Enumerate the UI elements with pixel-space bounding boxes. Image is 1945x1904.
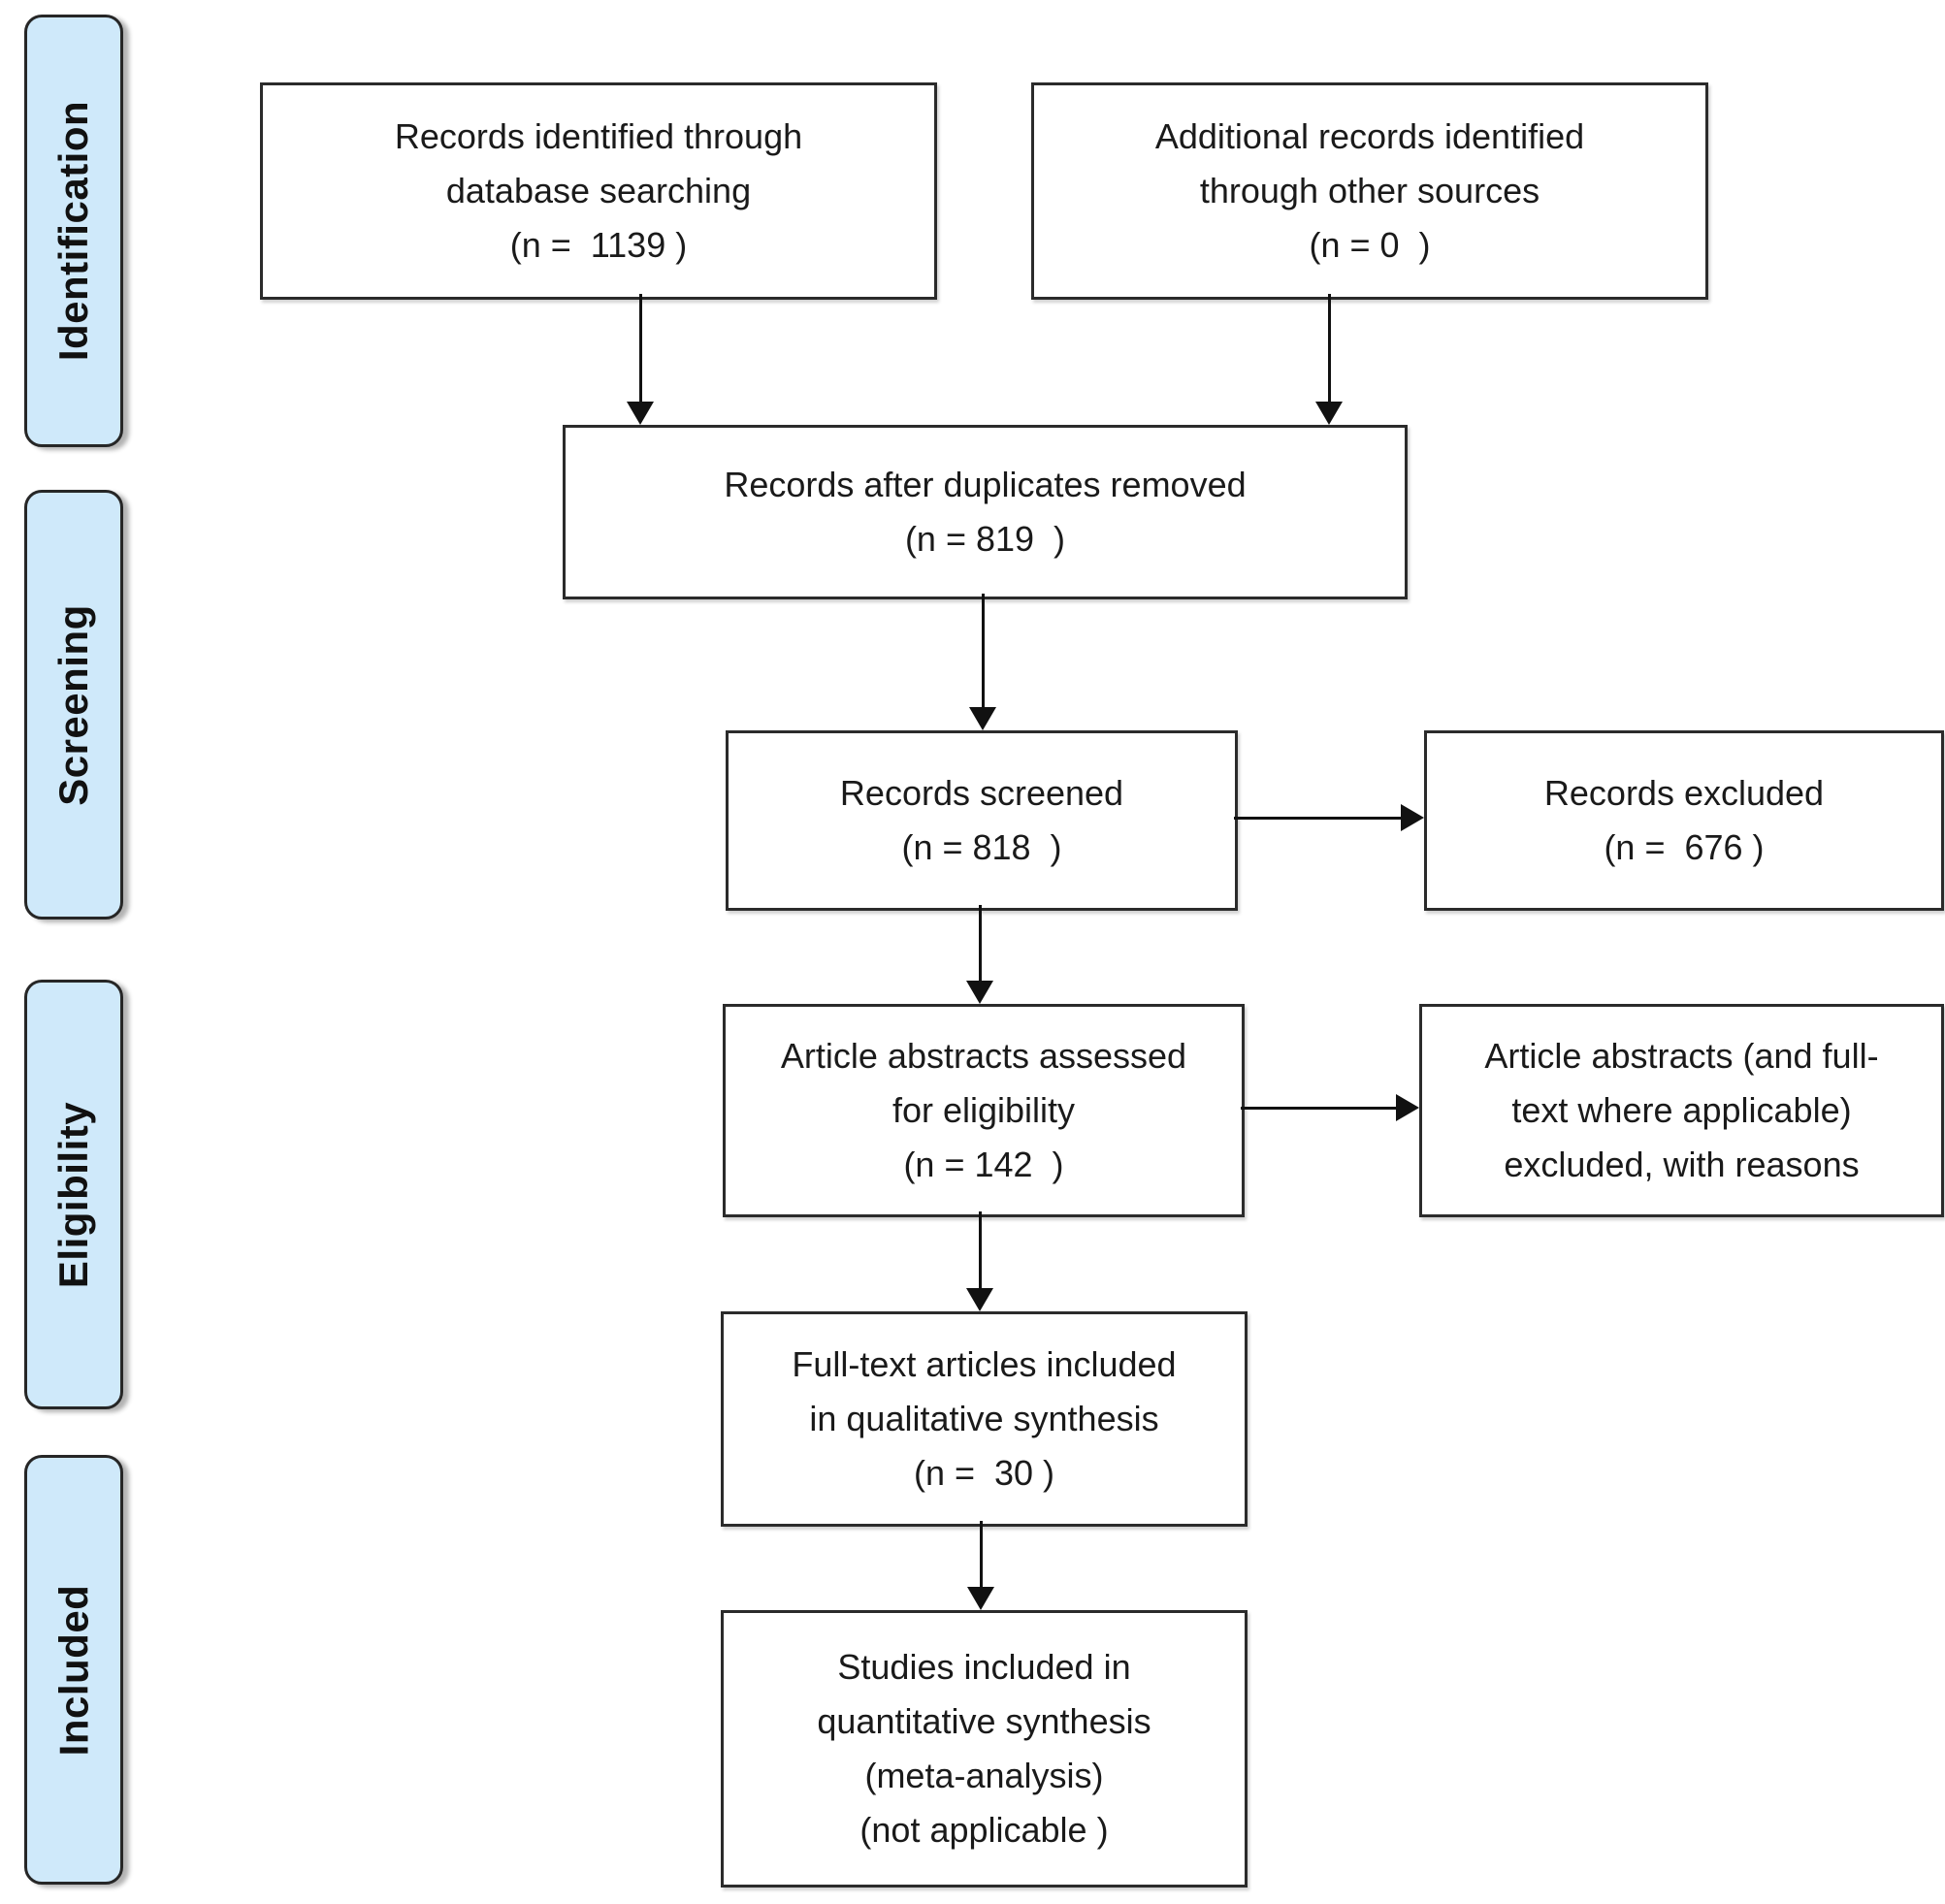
arrow-additional-to-dedup <box>1315 294 1343 425</box>
stage-pill-identification: Identification <box>24 15 123 447</box>
arrow-head-right-icon <box>1401 804 1424 831</box>
flow-box-records-screened: Records screened (n = 818 ) <box>726 730 1238 911</box>
flow-box-duplicates-removed-text: Records after duplicates removed (n = 81… <box>724 464 1247 559</box>
stage-label-screening: Screening <box>50 603 97 806</box>
arrow-shaft <box>978 1211 982 1292</box>
arrow-dedup-to-screened <box>969 594 996 730</box>
stage-pill-eligibility: Eligibility <box>24 980 123 1409</box>
arrow-shaft <box>1234 816 1405 820</box>
stage-label-included: Included <box>50 1584 96 1756</box>
arrow-head-down-icon <box>966 1288 993 1311</box>
flow-box-abstracts-excluded-text: Article abstracts (and full- text where … <box>1484 1035 1879 1185</box>
flow-box-records-identified-text: Records identified through database sear… <box>394 115 803 266</box>
arrow-shaft <box>638 294 642 405</box>
arrow-screened-to-excluded <box>1234 804 1424 831</box>
flow-box-records-excluded-text: Records excluded (n = 676 ) <box>1543 772 1825 867</box>
flow-box-additional-records-text: Additional records identified through ot… <box>1154 115 1585 266</box>
stage-pill-screening: Screening <box>24 490 123 920</box>
flow-box-records-excluded: Records excluded (n = 676 ) <box>1424 730 1944 911</box>
arrow-qualitative-to-quantitative <box>967 1521 994 1610</box>
stage-label-identification: Identification <box>50 100 96 362</box>
flow-box-duplicates-removed: Records after duplicates removed (n = 81… <box>563 425 1408 599</box>
flow-box-quantitative-synthesis: Studies included in quantitative synthes… <box>721 1610 1248 1888</box>
arrow-head-down-icon <box>966 981 993 1004</box>
flow-box-qualitative-synthesis-text: Full-text articles included in qualitati… <box>792 1343 1177 1494</box>
arrow-head-down-icon <box>627 402 654 425</box>
arrow-shaft <box>979 1521 983 1591</box>
flow-box-quantitative-synthesis-text: Studies included in quantitative synthes… <box>817 1646 1151 1851</box>
arrow-shaft <box>981 594 985 711</box>
flow-box-records-screened-text: Records screened (n = 818 ) <box>839 772 1124 867</box>
flow-box-abstracts-assessed-text: Article abstracts assessed for eligibili… <box>780 1035 1187 1185</box>
arrow-screened-to-assessed <box>966 905 993 1004</box>
arrow-identified-to-dedup <box>627 294 654 425</box>
arrow-head-right-icon <box>1396 1094 1419 1121</box>
arrow-shaft <box>978 905 982 984</box>
flow-box-qualitative-synthesis: Full-text articles included in qualitati… <box>721 1311 1248 1527</box>
arrow-assessed-to-qualitative <box>966 1211 993 1311</box>
stage-pill-included: Included <box>24 1455 123 1885</box>
flow-box-abstracts-assessed: Article abstracts assessed for eligibili… <box>723 1004 1245 1217</box>
flow-box-records-identified: Records identified through database sear… <box>260 82 937 300</box>
arrow-shaft <box>1327 294 1331 405</box>
stage-label-eligibility: Eligibility <box>50 1101 96 1288</box>
arrow-head-down-icon <box>969 707 996 730</box>
flow-box-additional-records: Additional records identified through ot… <box>1031 82 1708 300</box>
arrow-head-down-icon <box>967 1587 994 1610</box>
arrow-head-down-icon <box>1315 402 1343 425</box>
arrow-assessed-to-excluded <box>1241 1094 1419 1121</box>
flow-box-abstracts-excluded: Article abstracts (and full- text where … <box>1419 1004 1944 1217</box>
arrow-shaft <box>1241 1106 1400 1110</box>
